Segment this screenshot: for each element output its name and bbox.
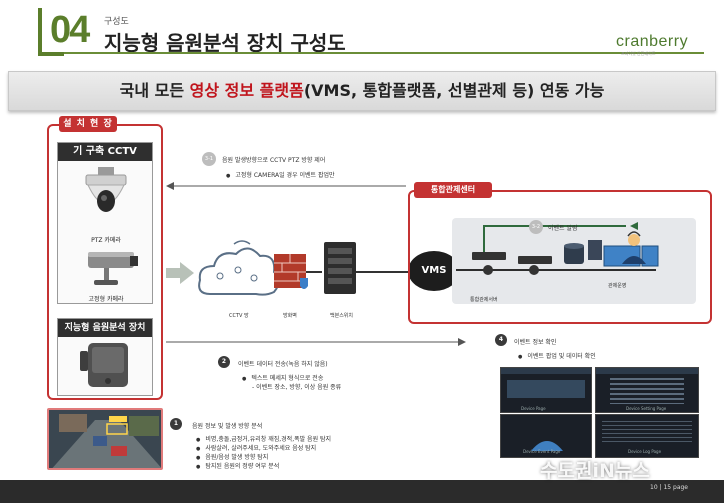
sound-analyzer-icon	[80, 343, 128, 387]
control-server-label: 통합관제서버	[470, 297, 498, 303]
backbone-switch-label: 백본스위치	[330, 313, 354, 319]
field-site-tag: 설 치 현 장	[59, 116, 117, 132]
ptz-camera-label: PTZ 카메라	[91, 237, 121, 244]
device-event-screenshot: Device Event Page	[500, 414, 592, 458]
news-watermark: 수도권iN뉴스	[540, 460, 650, 482]
company-logo-sub: 프라이빗 안전메이트	[621, 51, 656, 56]
field-to-network-arrow	[166, 262, 194, 284]
fixed-camera-icon	[88, 252, 138, 285]
existing-cctv-panel: 기 구축 CCTV PTZ 카메라 고정형 카메라	[57, 142, 153, 304]
step-1-text: 음원 정보 및 발생 방향 분석	[192, 423, 263, 430]
banner-suffix: (VMS, 통합플랫폼, 선별관제 등) 연동 가능	[303, 81, 605, 100]
company-logo: cranberry	[616, 33, 689, 50]
ai-sound-device-title: 지능형 음원분석 장치	[58, 319, 152, 337]
step-4-text: 이벤트 정보 확인	[514, 339, 557, 346]
ptz-camera-icon	[85, 167, 127, 212]
header-rule	[64, 52, 704, 54]
ptz-control-arrow	[166, 182, 406, 190]
device-log-caption: Device Log Page	[628, 449, 662, 454]
device-setting-screenshot: Device Setting Page	[595, 367, 699, 413]
network-diagram	[198, 240, 416, 296]
device-log-screenshot: Device Log Page	[595, 414, 699, 458]
device-event-caption: Device Event Page	[523, 449, 561, 454]
step-3-2-marker: 3-2	[529, 220, 543, 234]
section-number: 04	[50, 9, 90, 51]
page-title: 지능형 음원분석 장치 구성도	[104, 31, 346, 55]
device-setting-caption: Device Setting Page	[626, 406, 667, 411]
step-1-bullet-3: 음원/음성 발생 방향 탐지	[196, 452, 268, 461]
step-2-sub: - 이벤트 장소, 방향, 이상 음원 종류	[252, 384, 342, 391]
street-scene-image	[47, 408, 163, 470]
step-3-1-text: 음원 발생방향으로 CCTV PTZ 방향 제어	[222, 157, 326, 164]
section-subtitle: 구성도	[104, 17, 129, 27]
step-4-marker: 4	[495, 334, 507, 346]
device-page-screenshot: Device Page	[500, 367, 592, 413]
control-center-diagram	[456, 222, 659, 275]
step-4-bullet: 이벤트 팝업 및 데이터 확인	[518, 351, 595, 360]
step-1-bullet-1: 비명,충돌,급정거,유리창 깨짐,경적,폭발 음원 탐지	[196, 434, 331, 443]
step-1-bullet-4: 탐지된 음원의 정량 여부 분석	[196, 461, 279, 470]
banner-highlight: 영상 정보 플랫폼	[189, 81, 304, 100]
existing-cctv-title: 기 구축 CCTV	[58, 143, 152, 161]
event-alarm-label: 이벤트 알람	[548, 225, 578, 232]
step-2-text: 이벤트 데이터 전송(녹음 하지 않음)	[238, 361, 328, 368]
operator-label: 관제운영	[608, 283, 627, 289]
fixed-camera-label: 고정형 카메라	[88, 296, 124, 303]
compatibility-banner: 국내 모든 영상 정보 플랫폼(VMS, 통합플랫폼, 선별관제 등) 연동 가…	[8, 71, 716, 111]
page-number: 10 | 15 page	[650, 484, 688, 491]
event-data-arrow	[166, 338, 466, 346]
step-2-bullet: 텍스트 메세지 형식으로 전송	[242, 373, 323, 382]
ai-sound-device-panel: 지능형 음원분석 장치	[57, 318, 153, 396]
step-3-1-bullet: 고정형 CAMERA일 경우 이벤트 팝업만	[226, 170, 334, 179]
control-center-tag: 통합관제센터	[414, 182, 492, 198]
step-1-bullet-2: 사람살려, 살려주세요, 도와주세요 음성 탐지	[196, 443, 316, 452]
step-1-marker: 1	[170, 418, 182, 430]
vms-node: VMS	[408, 251, 460, 291]
control-center-box	[408, 190, 712, 324]
step-2-marker: 2	[218, 356, 230, 368]
cctv-network-label: CCTV 망	[229, 313, 249, 319]
header-bracket	[38, 8, 64, 56]
firewall-label: 방화벽	[283, 313, 297, 319]
step-3-1-marker: 3-1	[202, 152, 216, 166]
device-page-caption: Device Page	[521, 406, 546, 411]
banner-prefix: 국내 모든	[119, 81, 190, 100]
footer-bar	[0, 480, 724, 503]
